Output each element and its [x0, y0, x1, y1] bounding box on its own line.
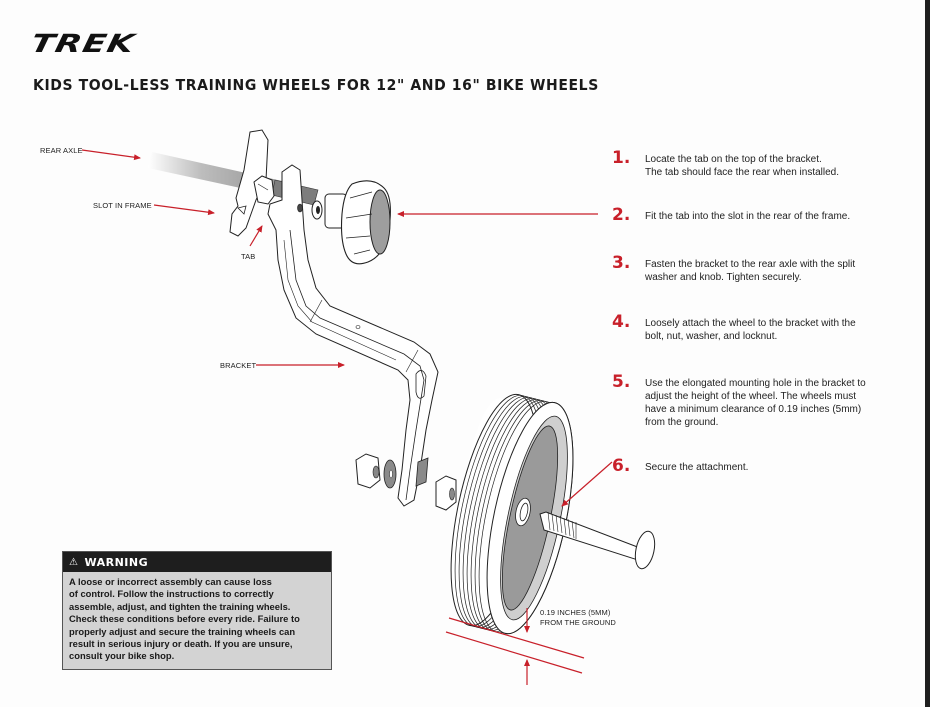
- step-text-line: have a minimum clearance of 0.19 inches …: [645, 404, 862, 415]
- warning-line: of control. Follow the instructions to c…: [69, 588, 274, 600]
- step-number: 4.: [612, 312, 631, 332]
- warning-line: result in serious injury or death. If yo…: [69, 638, 293, 650]
- step-text-line: Loosely attach the wheel to the bracket …: [645, 318, 856, 329]
- bolt: [539, 511, 656, 570]
- step-number: 6.: [612, 456, 631, 476]
- warning-line: Check these conditions before every ride…: [69, 613, 300, 625]
- step-number: 2.: [612, 205, 631, 225]
- label-slot-in-frame: SLOT IN FRAME: [93, 201, 152, 210]
- label-clearance-line2: FROM THE GROUND: [540, 618, 616, 627]
- page-edge-bar: [925, 0, 930, 707]
- step-text-line: Use the elongated mounting hole in the b…: [645, 378, 866, 389]
- step-text-line: washer and knob. Tighten securely.: [645, 272, 802, 283]
- ground-line: [445, 631, 583, 674]
- locknut: [355, 453, 381, 489]
- warning-line: assemble, adjust, and tighten the traini…: [69, 600, 291, 612]
- page-title: KIDS TOOL-LESS TRAINING WHEELS FOR 12" A…: [33, 77, 599, 95]
- step-text: Secure the attachment.: [645, 461, 905, 474]
- label-clearance-line1: 0.19 INCHES (5MM): [540, 608, 611, 617]
- warning-title: WARNING: [84, 555, 149, 569]
- step-text-line: Fit the tab into the slot in the rear of…: [645, 211, 851, 222]
- step-text: Use the elongated mounting hole in the b…: [645, 377, 905, 429]
- step-text: Fasten the bracket to the rear axle with…: [645, 258, 905, 284]
- training-wheel: [450, 393, 574, 635]
- step-text: Locate the tab on the top of the bracket…: [645, 153, 905, 179]
- axle-nut: [253, 175, 275, 205]
- step-text-line: bolt, nut, washer, and locknut.: [645, 331, 778, 342]
- warning-body: A loose or incorrect assembly can cause …: [63, 572, 331, 667]
- step-number: 1.: [612, 148, 631, 168]
- warning-line: properly adjust and secure the training …: [69, 625, 296, 637]
- step-text: Loosely attach the wheel to the bracket …: [645, 317, 905, 343]
- step-text-line: from the ground.: [645, 417, 719, 428]
- tab-arrow: [249, 225, 263, 247]
- warning-triangle-icon: ⚠: [69, 556, 79, 568]
- warning-box: ⚠ WARNING A loose or incorrect assembly …: [62, 551, 332, 670]
- step-text-line: The tab should face the rear when instal…: [645, 167, 840, 178]
- bracket-slot-top: [415, 370, 427, 399]
- rear-axle-arrow: [81, 149, 141, 161]
- step-text-line: Fasten the bracket to the rear axle with…: [645, 259, 856, 270]
- bracket-slot-bottom: [415, 457, 429, 487]
- step-number: 3.: [612, 253, 631, 273]
- bracket: [267, 164, 439, 507]
- label-tab: TAB: [241, 252, 256, 261]
- warning-line: consult your bike shop.: [69, 650, 175, 662]
- nut: [435, 475, 457, 511]
- step-number: 5.: [612, 372, 631, 392]
- step-text-line: Secure the attachment.: [645, 462, 749, 473]
- warning-line: A loose or incorrect assembly can cause …: [69, 576, 272, 587]
- label-bracket: BRACKET: [220, 361, 257, 370]
- step-text: Fit the tab into the slot in the rear of…: [645, 210, 905, 223]
- warning-header: ⚠ WARNING: [63, 552, 331, 572]
- wheel-ground-line: [448, 617, 585, 659]
- step-text-line: Locate the tab on the top of the bracket…: [645, 154, 822, 165]
- slot-in-frame-arrow: [153, 204, 215, 216]
- step6-arrow: [561, 461, 613, 507]
- label-rear-axle: REAR AXLE: [40, 146, 83, 155]
- step-text-line: adjust the height of the wheel. The whee…: [645, 391, 857, 402]
